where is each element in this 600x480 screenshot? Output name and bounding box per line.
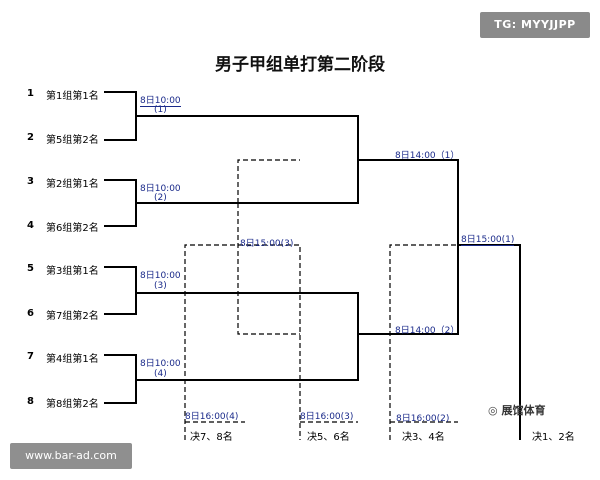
- tg-watermark: TG: MYYJJPP: [480, 12, 590, 38]
- r1-match-2-number: (2): [154, 193, 167, 203]
- consolation-loser-path: [237, 159, 300, 203]
- place-label-78: 决7、8名: [190, 432, 233, 443]
- team-slot-7: 第4组第1名: [46, 354, 99, 365]
- seed-8: 8: [27, 396, 34, 407]
- r1-match-3-time: 8日10:00: [140, 271, 181, 281]
- page-title: 男子甲组单打第二阶段: [215, 55, 385, 75]
- third-place-box: [389, 244, 458, 440]
- place-label-56: 决5、6名: [307, 432, 350, 443]
- bottom-time-56: 8日16:00(3): [300, 412, 354, 422]
- seed-6: 6: [27, 308, 34, 319]
- r1-match-3-number: (3): [154, 281, 167, 291]
- r1-match-4-line: [104, 354, 137, 404]
- team-slot-8: 第8组第2名: [46, 399, 99, 410]
- r1-match-1-time: 8日10:00: [140, 93, 181, 107]
- r1-match-2-time: 8日10:00: [140, 184, 181, 194]
- team-slot-6: 第7组第2名: [46, 311, 99, 322]
- url-watermark: www.bar-ad.com: [10, 443, 132, 469]
- wechat-icon: ◎: [488, 404, 498, 417]
- r1-match-2-line: [104, 179, 137, 227]
- consolation-58-time: 8日15:00(3): [240, 239, 294, 249]
- seed-2: 2: [27, 132, 34, 143]
- semifinal-2-time: 8日14:00（2）: [395, 326, 460, 336]
- r1-match-1-number: (1): [154, 105, 167, 115]
- r1-match-3-line: [104, 266, 137, 315]
- team-slot-5: 第3组第1名: [46, 266, 99, 277]
- consolation-58-box: [184, 244, 301, 440]
- team-slot-4: 第6组第2名: [46, 223, 99, 234]
- place-label-34: 决3、4名: [402, 432, 445, 443]
- final-time: 8日15:00(1): [461, 232, 515, 246]
- r1-match-4-number: (4): [154, 369, 167, 379]
- seed-3: 3: [27, 176, 34, 187]
- seed-4: 4: [27, 220, 34, 231]
- badge-text: 展馆体育: [501, 404, 546, 417]
- team-slot-3: 第2组第1名: [46, 179, 99, 190]
- seed-1: 1: [27, 88, 34, 99]
- badge-watermark: ◎ 展馆体育: [488, 402, 545, 418]
- team-slot-1: 第1组第1名: [46, 91, 99, 102]
- sf-1-to-final: [358, 159, 459, 335]
- bottom-time-34: 8日16:00(2): [396, 414, 450, 424]
- r1-winner-3-path: [136, 292, 359, 381]
- team-slot-2: 第5组第2名: [46, 135, 99, 146]
- place-label-12: 决1、2名: [532, 432, 575, 443]
- r1-match-4-time: 8日10:00: [140, 359, 181, 369]
- seed-5: 5: [27, 263, 34, 274]
- consolation-loser-path-2: [237, 203, 300, 335]
- r1-match-1-line: [104, 91, 137, 141]
- semifinal-1-time: 8日14:00（1）: [395, 151, 460, 161]
- seed-7: 7: [27, 351, 34, 362]
- bottom-time-78: 8日16:00(4): [185, 412, 239, 422]
